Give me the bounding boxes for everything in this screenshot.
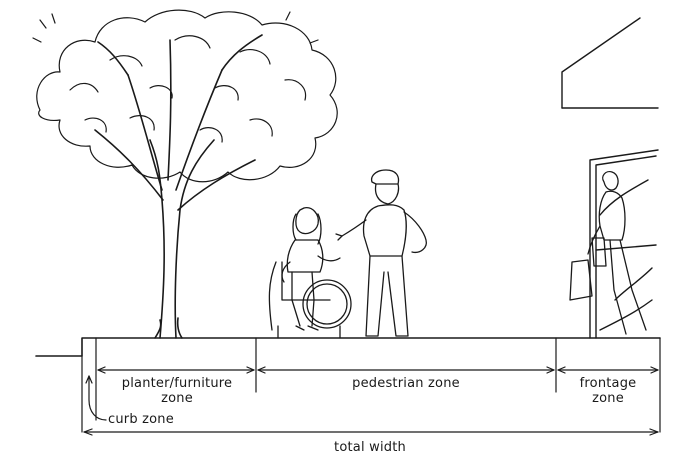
pedestrian-zone-label: pedestrian zone: [352, 376, 460, 391]
zone-boundaries: [81, 337, 661, 433]
total-width-dimension: [83, 428, 659, 436]
planter-furniture-zone-label: planter/furniture zone: [100, 376, 254, 406]
wheelchair-user-illustration: [268, 207, 352, 339]
total-width-label: total width: [334, 440, 406, 455]
pedestrian-zone-dimension: [257, 366, 555, 374]
planter-zone-dimension: [97, 366, 255, 374]
frontage-zone-label-line1: frontage: [579, 376, 637, 391]
tree-canopy: [32, 9, 338, 183]
ground-and-curb: [35, 337, 661, 357]
shopper-illustration: [569, 170, 647, 335]
building-facade-illustration: [561, 17, 659, 339]
curb-zone-label: curb zone: [108, 412, 174, 427]
tree-illustration: [32, 9, 338, 339]
frontage-zone-dimension: [557, 366, 659, 374]
curb-zone-pointer: [85, 375, 107, 421]
frontage-zone-label-line2: zone: [592, 391, 624, 406]
planter-zone-label-line2: zone: [161, 391, 193, 406]
planter-zone-label-line1: planter/furniture: [121, 376, 233, 391]
tree-trunk-and-branches: [94, 34, 263, 339]
standing-man-illustration: [335, 169, 427, 337]
frontage-zone-label: frontage zone: [558, 376, 658, 406]
